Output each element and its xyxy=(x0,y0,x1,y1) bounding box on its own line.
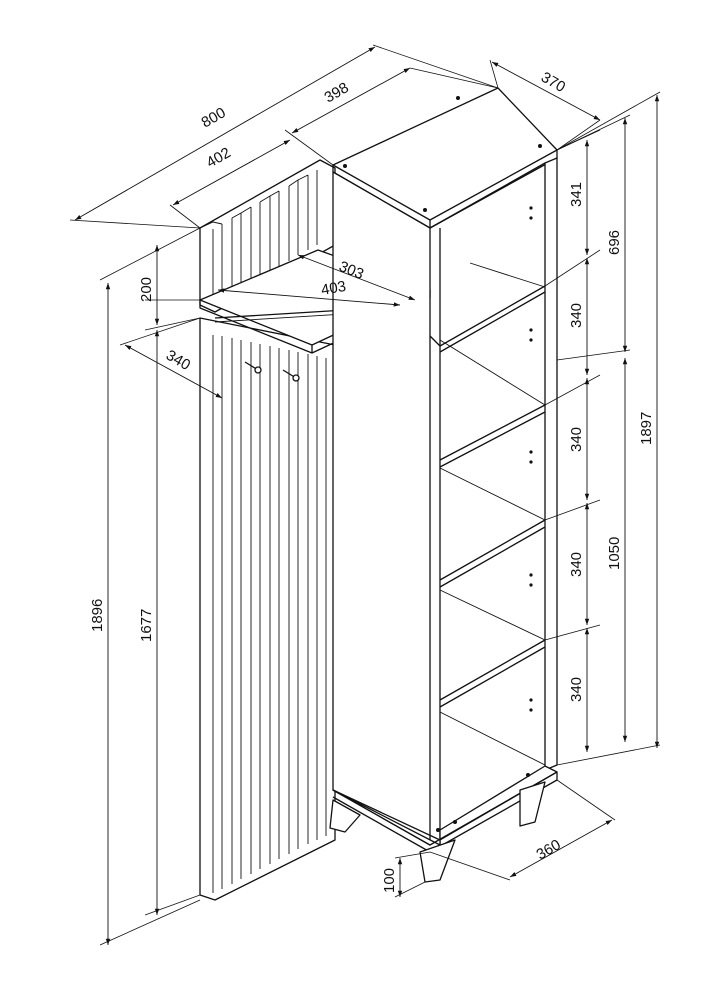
dim-shelf-5: 340 xyxy=(568,677,585,702)
dim-total-width: 800 xyxy=(199,104,229,131)
coat-hooks xyxy=(244,361,300,382)
dim-depth-top: 370 xyxy=(538,69,568,96)
shelf-pin-holes xyxy=(529,206,533,712)
shelves xyxy=(429,262,546,766)
dim-shelf-3: 340 xyxy=(568,427,585,452)
dim-leg-height: 100 xyxy=(381,868,398,893)
dimension-lines xyxy=(69,44,661,946)
dim-shelf-4: 340 xyxy=(568,552,585,577)
wall-panel xyxy=(199,159,431,901)
tall-cabinet xyxy=(329,87,558,883)
dim-total-height-panel: 1896 xyxy=(89,599,106,632)
dim-shelf-2: 340 xyxy=(568,303,585,328)
dim-total-height-cabinet: 1897 xyxy=(638,412,655,445)
dim-panel-depth: 340 xyxy=(163,347,193,374)
side-panel-right xyxy=(544,157,558,771)
lower-slats xyxy=(212,335,327,893)
dim-panel-top-height: 200 xyxy=(138,277,155,302)
dim-hat-shelf-width: 403 xyxy=(320,278,348,299)
dim-lower-section: 1050 xyxy=(606,537,623,570)
dim-shelf-1: 341 xyxy=(568,182,585,207)
dim-base-depth: 360 xyxy=(534,836,564,863)
dim-panel-width: 402 xyxy=(204,144,234,171)
dim-upper-section: 696 xyxy=(606,230,623,255)
dim-panel-lower-height: 1677 xyxy=(138,609,155,642)
cabinet-legs xyxy=(329,781,546,883)
